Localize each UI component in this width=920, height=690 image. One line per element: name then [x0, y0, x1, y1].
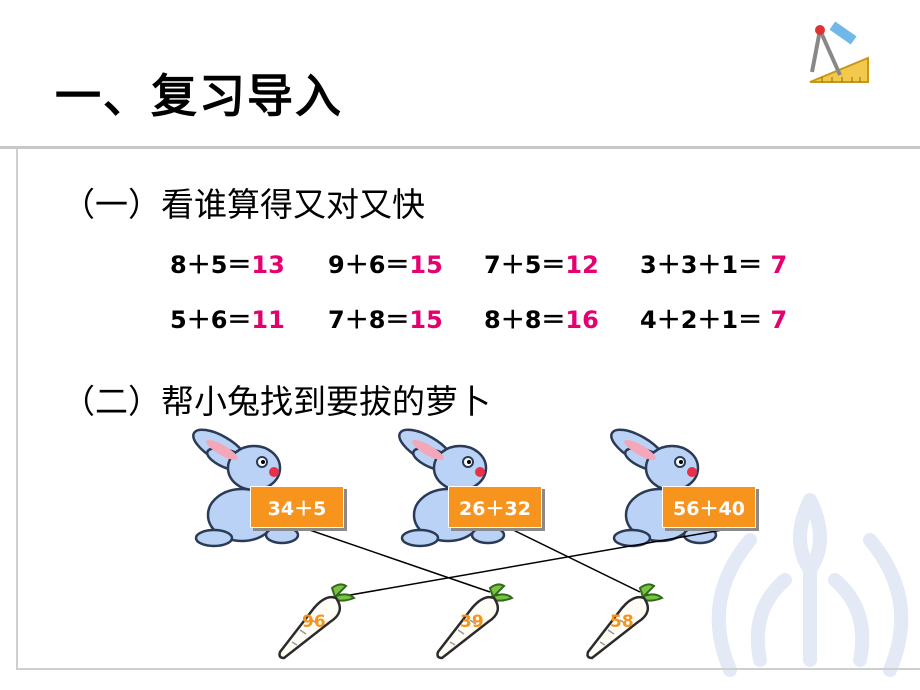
watermark-hands-icon	[711, 493, 909, 677]
section-heading-1: （一）看谁算得又对又快	[62, 185, 425, 224]
equation: 8＋5＝13	[170, 251, 285, 279]
match-line	[297, 525, 491, 593]
title-area: 一、复习导入	[0, 0, 920, 148]
carrot-icon	[278, 583, 356, 660]
equation: 7＋5＝12	[484, 251, 599, 279]
carrot-icon	[436, 583, 514, 660]
rabbit-expression-box[interactable]: 34＋5	[250, 486, 344, 528]
equation-answer: 13	[251, 251, 285, 279]
equation-answer: 7	[770, 251, 788, 279]
compass-ruler-logo-icon	[809, 21, 869, 83]
equation: 7＋8＝15	[328, 306, 443, 334]
carrot-value[interactable]: 58	[610, 612, 634, 632]
rabbit-expression-box[interactable]: 26＋32	[448, 486, 542, 528]
rabbit-expression-box[interactable]: 56＋40	[662, 486, 756, 528]
equation-answer: 15	[409, 251, 443, 279]
slide-title: 一、复习导入	[55, 69, 343, 123]
left-border	[16, 149, 18, 669]
bottom-border	[16, 668, 920, 670]
equation-answer: 16	[565, 306, 599, 334]
equation-answer: 11	[251, 306, 285, 334]
equation-answer: 15	[409, 306, 443, 334]
rabbit-icon	[398, 428, 506, 548]
carrot-icon	[586, 583, 664, 660]
title-divider	[0, 146, 920, 149]
match-line	[332, 525, 746, 599]
match-line	[504, 525, 641, 593]
section-heading-2: （二）帮小兔找到要拔的萝卜	[62, 382, 491, 421]
equation: 5＋6＝11	[170, 306, 285, 334]
carrot-value[interactable]: 96	[302, 612, 326, 632]
equation-answer: 12	[565, 251, 599, 279]
carrot-value[interactable]: 39	[460, 612, 484, 632]
equation: 8＋8＝16	[484, 306, 599, 334]
equation-answer: 7	[770, 306, 788, 334]
equation: 9＋6＝15	[328, 251, 443, 279]
equation: 3＋3＋1＝ 7	[640, 251, 788, 279]
equation: 4＋2＋1＝ 7	[640, 306, 788, 334]
